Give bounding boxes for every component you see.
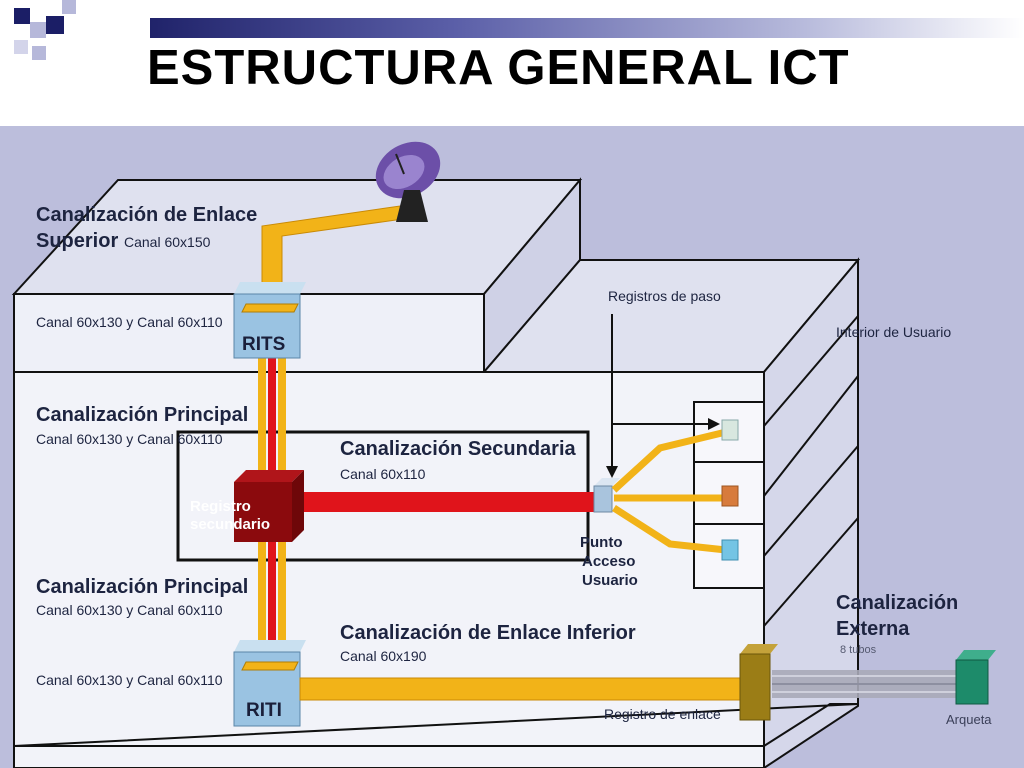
registros-paso-arrowhead-1 (606, 466, 618, 478)
rits-tray (241, 303, 299, 313)
ict-structure-diagram: Canalización de Enlace Superior Canal 60… (0, 126, 1024, 768)
enlace-superior-label-line1: Canalización de Enlace (36, 204, 258, 226)
floor-line-2 (763, 375, 859, 497)
pau-top (594, 478, 620, 486)
antenna-feed (395, 153, 405, 175)
secundaria-label: Canalización Secundaria (340, 438, 576, 460)
antenna-mount (396, 190, 428, 222)
arqueta-top (956, 650, 996, 660)
registros-paso-arrowhead-2 (708, 418, 720, 430)
enlace-superior-canal-label: Canal 60x150 (124, 234, 211, 250)
riti-top (234, 640, 306, 652)
floor-line-3 (763, 445, 859, 557)
floor-line-4 (763, 517, 859, 627)
registro-paso-3 (721, 539, 739, 561)
rits-top (234, 282, 306, 294)
enlace-inferior-canal-label: Canal 60x190 (340, 648, 427, 664)
registro-enlace-top (740, 644, 778, 654)
corner-decoration-dark-2 (46, 16, 64, 34)
registro-paso-1 (721, 419, 739, 441)
corner-decoration-dark-1 (14, 8, 30, 24)
enlace-inferior-canal (299, 677, 741, 701)
registro-enlace-label: Registro de enlace (604, 706, 721, 722)
secundaria-canal-label: Canal 60x110 (340, 466, 426, 482)
arqueta-label: Arqueta (946, 712, 992, 727)
secundaria-canal (296, 492, 596, 512)
building-front-wall (13, 371, 765, 768)
principal-bottom-label: Canalización Principal (36, 576, 249, 598)
corner-decoration-light-1 (30, 22, 46, 38)
corner-decoration-light-4 (32, 46, 46, 60)
externa-label-line2: Externa (836, 618, 910, 640)
riti-label: RITI (246, 700, 282, 721)
riti-canal-label: Canal 60x130 y Canal 60x110 (36, 672, 223, 688)
slide-title: ESTRUCTURA GENERAL ICT (147, 41, 850, 95)
registro-paso-2 (721, 485, 739, 507)
registro-secundario-label-line1: Registro (190, 498, 251, 515)
title-accent-bar (150, 18, 1024, 38)
interior-canal-3 (612, 505, 727, 554)
diagram-artwork (0, 126, 1024, 768)
registro-secundario-top (234, 470, 304, 482)
principal-top-canal-label: Canal 60x130 y Canal 60x110 (36, 431, 223, 447)
pau-label-line3: Usuario (582, 572, 638, 589)
principal-bottom-canal-label: Canal 60x130 y Canal 60x110 (36, 602, 223, 618)
rits-canal-label: Canal 60x130 y Canal 60x110 (36, 314, 223, 330)
floor-line-1 (763, 315, 859, 427)
corner-decoration-light-3 (14, 40, 28, 54)
pau-label-line1: Punto (580, 534, 623, 551)
registro-enlace (739, 653, 771, 721)
registros-paso-label: Registros de paso (608, 288, 721, 304)
ground-edge (13, 703, 859, 747)
principal-top-label: Canalización Principal (36, 404, 249, 426)
externa-tubos-label: 8 tubos (840, 644, 877, 656)
riti-tray (241, 661, 299, 671)
corner-decoration-light-2 (62, 0, 76, 14)
rits-label: RITS (242, 334, 286, 355)
registro-secundario-side (292, 470, 304, 542)
arqueta-box (955, 659, 989, 705)
registro-secundario-label-line2: secundario (190, 516, 271, 533)
pau-box (593, 485, 613, 513)
pau-label-line2: Acceso (582, 553, 636, 570)
enlace-inferior-label: Canalización de Enlace Inferior (340, 622, 636, 644)
registro-secundario (234, 482, 292, 542)
enlace-superior-label-line2: Superior (36, 230, 119, 252)
interior-usuario-label: Interior de Usuario (836, 324, 952, 340)
externa-label-line1: Canalización (836, 592, 959, 614)
interior-canal-1 (611, 428, 727, 493)
